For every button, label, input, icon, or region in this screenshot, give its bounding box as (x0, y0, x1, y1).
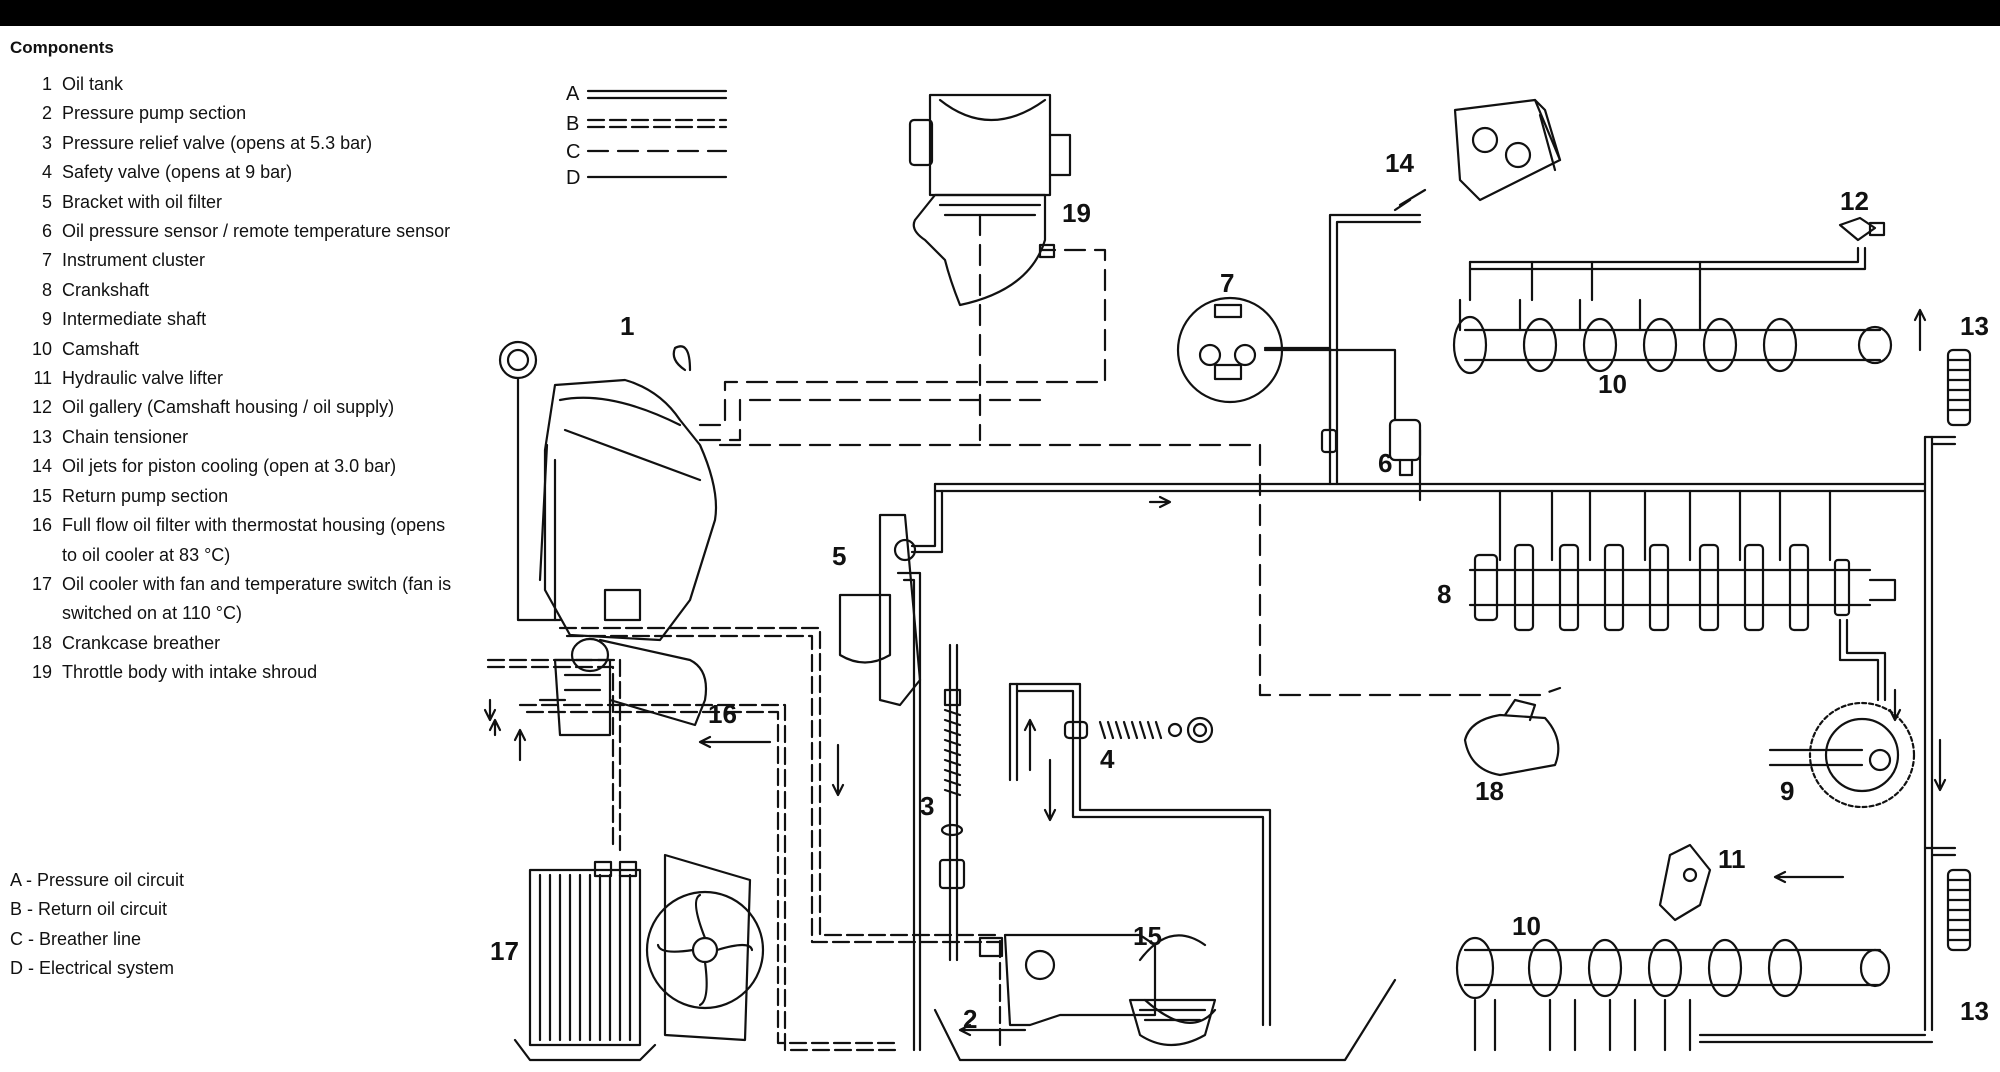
diagram-labels: 1 2 3 4 5 6 7 8 9 10 10 11 12 13 13 14 1… (490, 148, 1989, 1034)
line-key-c: C (566, 141, 580, 163)
instrument-cluster-7 (1176, 296, 1284, 404)
label-3: 3 (920, 791, 934, 821)
line-key-a: A (566, 83, 580, 105)
circuit-item-pressure: A - Pressure oil circuit (10, 870, 185, 890)
label-14: 14 (1385, 148, 1414, 178)
label-13-upper: 13 (1960, 311, 1989, 341)
valve-lifter-11 (1658, 843, 1712, 922)
relief-valve-3 (938, 688, 966, 890)
label-1: 1 (620, 311, 634, 341)
circuit-item-breather: C - Breather line (10, 928, 142, 949)
oil-filter-bracket-5 (838, 513, 922, 707)
return-oil-circuit (486, 626, 1002, 1052)
label-16: 16 (708, 699, 737, 729)
label-2: 2 (963, 1004, 977, 1034)
oil-pump-2-15 (978, 933, 1217, 1046)
label-6: 6 (1378, 448, 1392, 478)
circuit-legend: A - Pressure oil circuit B - Return oil … (10, 866, 184, 984)
label-5: 5 (832, 541, 846, 571)
camshaft-10-upper (1452, 298, 1893, 375)
label-12: 12 (1840, 186, 1869, 216)
cooler-fan (645, 853, 765, 1042)
piston-14 (1393, 98, 1562, 212)
intermediate-shaft-9 (1768, 701, 1916, 809)
crankcase-breather-18 (1463, 698, 1560, 777)
flow-arrows (483, 308, 1947, 1037)
sensors-6 (1320, 418, 1422, 477)
label-13-lower: 13 (1960, 996, 1989, 1026)
breather-line (698, 213, 1562, 697)
label-10-upper: 10 (1598, 369, 1627, 399)
label-17: 17 (490, 936, 519, 966)
crankshaft-8 (1468, 543, 1897, 632)
chain-tensioner-13a (1946, 348, 1972, 427)
line-type-key: A B C D (566, 83, 728, 189)
legend-title: Components (10, 38, 114, 57)
oil-filter-16 (553, 637, 708, 737)
oil-gallery-12 (1838, 216, 1886, 242)
label-10-lower: 10 (1512, 911, 1541, 941)
line-key-a-sample (586, 89, 728, 100)
line-key-b-sample (586, 118, 728, 129)
safety-valve-4 (1063, 716, 1214, 744)
chain-tensioner-13b (1946, 868, 1972, 952)
label-7: 7 (1220, 268, 1234, 298)
camshaft-10-lower (1455, 936, 1891, 1052)
label-8: 8 (1437, 579, 1451, 609)
circuit-item-electrical: D - Electrical system (10, 958, 175, 979)
label-4: 4 (1100, 744, 1115, 774)
pressure-oil-circuit (896, 213, 1957, 1052)
label-11: 11 (1718, 844, 1746, 874)
electrical-system (1263, 346, 1422, 502)
oil-tank-1 (498, 340, 718, 702)
throttle-body-19 (908, 93, 1072, 307)
line-key-d: D (566, 167, 580, 189)
top-bar (0, 0, 2000, 26)
oil-cooler-17 (513, 860, 657, 1062)
circuit-item-return: B - Return oil circuit (10, 899, 168, 920)
label-15: 15 (1133, 921, 1162, 951)
line-key-b: B (566, 113, 579, 135)
label-9: 9 (1780, 776, 1794, 806)
oil-pan-line (933, 978, 1397, 1062)
label-18: 18 (1475, 776, 1504, 806)
label-19: 19 (1062, 198, 1091, 228)
